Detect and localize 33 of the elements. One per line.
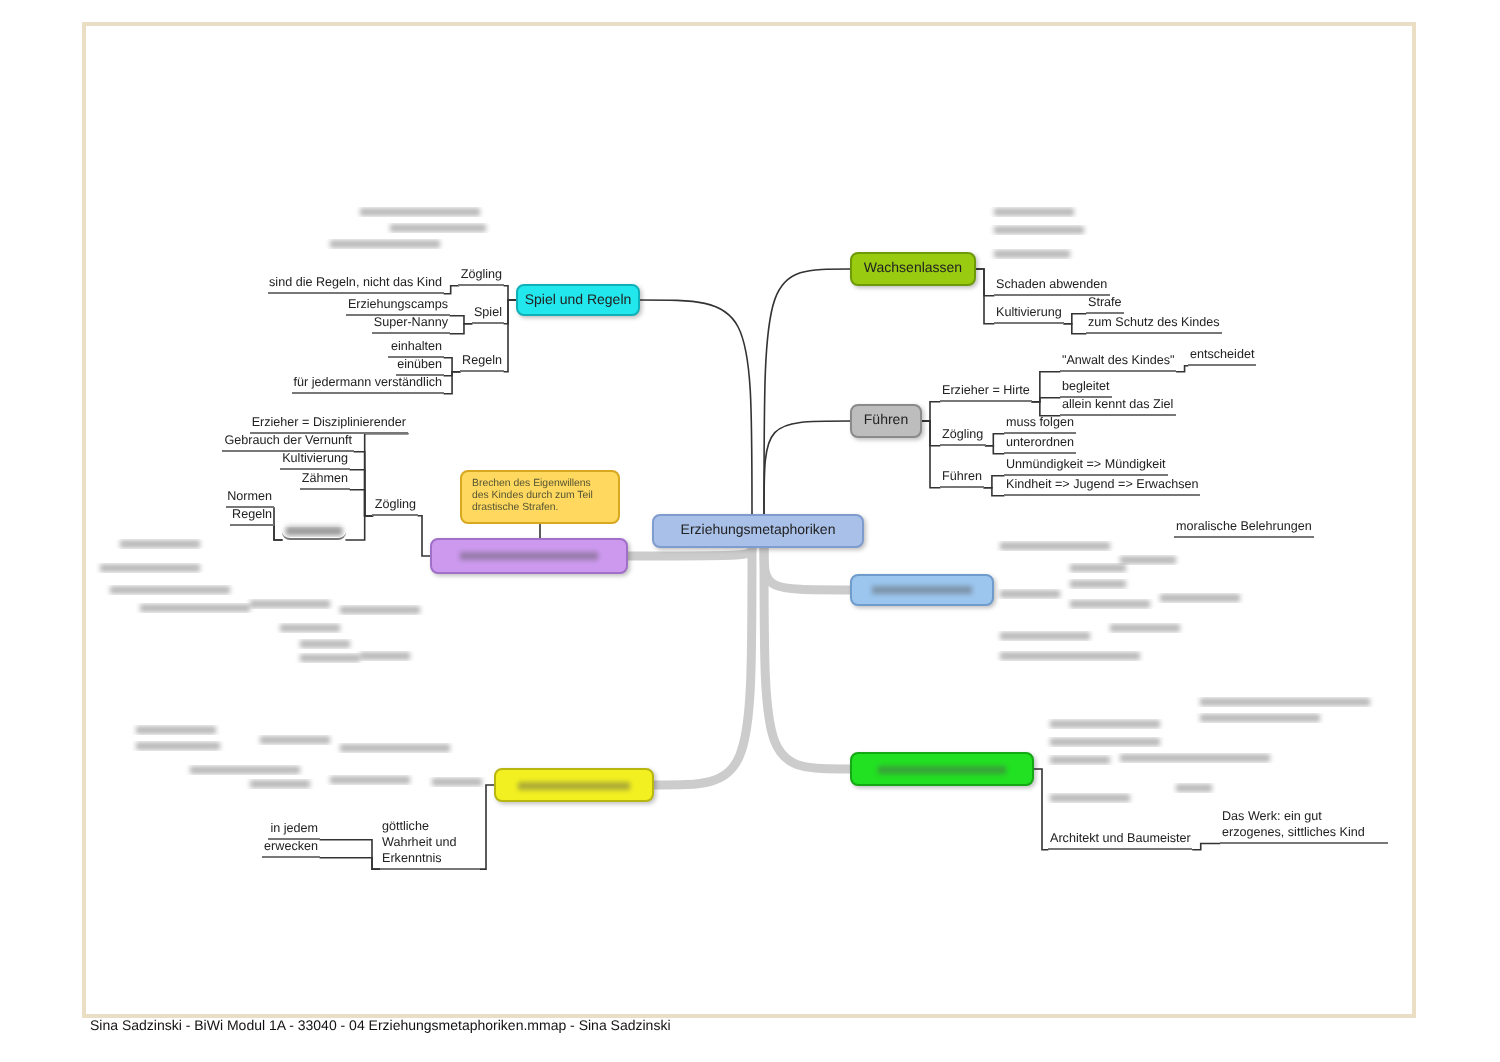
connector-line: [984, 444, 1005, 455]
connector-line: [983, 486, 1005, 497]
note-callout: [460, 470, 620, 524]
branch-line: [282, 524, 346, 540]
branch-connector: [649, 543, 757, 790]
connector-line: [503, 299, 517, 373]
topic-box: [850, 574, 994, 606]
connector-line: [763, 420, 851, 515]
connector-line: [975, 268, 995, 325]
connector-line: [1031, 400, 1061, 417]
connector-line: [1175, 364, 1189, 373]
connector-line: [319, 856, 381, 870]
topic-box: [850, 252, 976, 286]
topic-box: [430, 538, 628, 574]
topic-box: [850, 404, 922, 438]
connector-line: [479, 784, 495, 870]
connector-line: [639, 299, 753, 515]
connector-line: [443, 370, 461, 395]
topic-box: [652, 514, 864, 548]
connector-line: [1033, 768, 1049, 851]
connector-line: [921, 420, 941, 489]
connector-line: [443, 284, 460, 295]
connector-line: [449, 322, 473, 335]
topic-box: [850, 752, 1034, 786]
connector-line: [1191, 842, 1221, 851]
connector-line: [1063, 322, 1087, 335]
connector-line: [273, 524, 283, 541]
branch-connector: [759, 543, 855, 774]
connector-line: [539, 522, 541, 539]
connector-line: [417, 514, 431, 557]
topic-box: [494, 768, 654, 802]
connector-line: [345, 514, 374, 541]
topic-box: [516, 284, 640, 316]
